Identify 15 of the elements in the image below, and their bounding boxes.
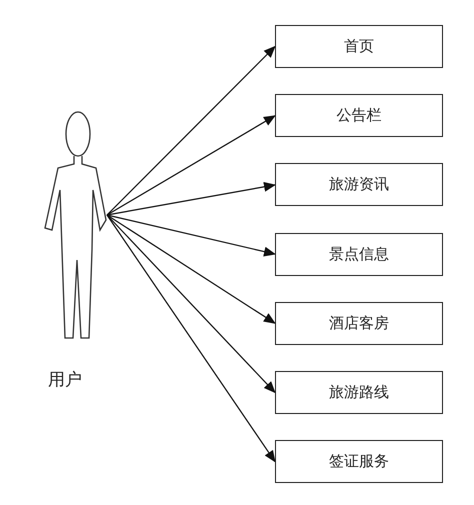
use-case-box: 公告栏 xyxy=(275,94,443,138)
use-case-box: 酒店客房 xyxy=(275,302,443,345)
use-case-box: 旅游路线 xyxy=(275,371,443,414)
arrow xyxy=(106,115,276,216)
arrow xyxy=(106,214,276,324)
arrow xyxy=(106,46,276,216)
use-case-box: 旅游资讯 xyxy=(275,163,443,206)
use-case-box: 首页 xyxy=(275,25,443,68)
arrow xyxy=(106,214,276,463)
actor-label: 用户 xyxy=(48,369,82,391)
arrow xyxy=(106,214,276,256)
arrow xyxy=(106,214,276,394)
use-case-box: 景点信息 xyxy=(275,232,443,276)
arrow xyxy=(106,182,276,216)
use-case-box: 签证服务 xyxy=(275,440,443,484)
